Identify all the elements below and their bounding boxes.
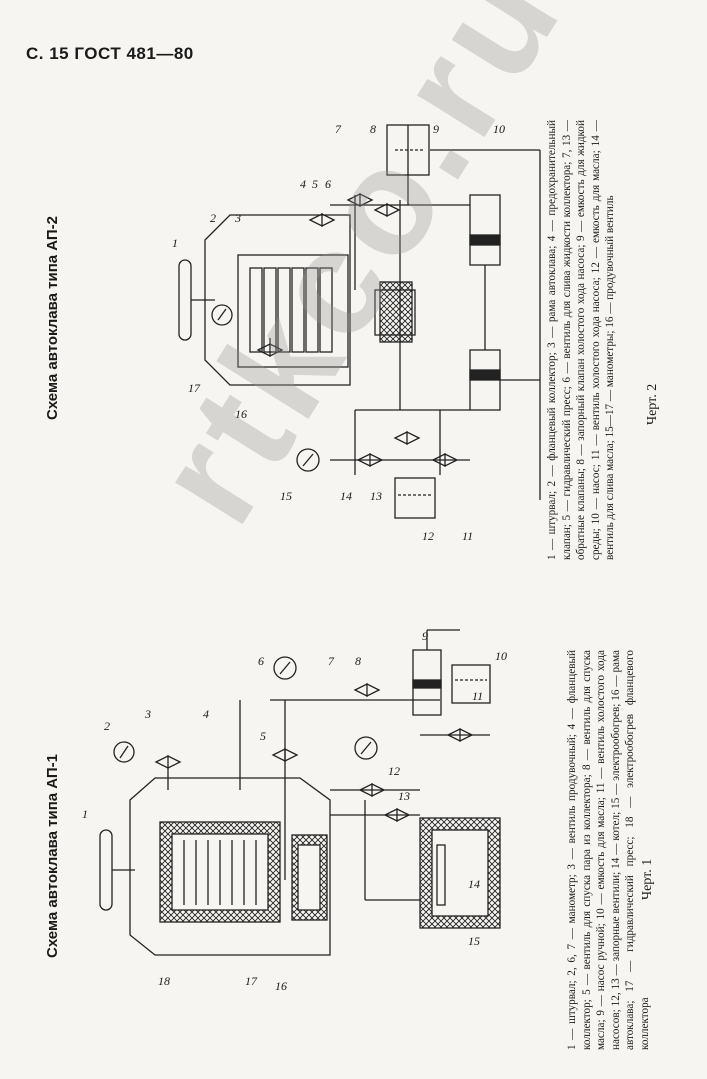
- callout-1-18: 18: [158, 974, 170, 988]
- callout-1-10: 10: [495, 649, 507, 663]
- callout-1-7: 7: [328, 654, 335, 668]
- callout-1-13: 13: [398, 789, 410, 803]
- callout-1-1: 1: [82, 807, 88, 821]
- callout-2-5: 5: [312, 177, 318, 191]
- callout-2-12: 12: [422, 529, 434, 543]
- callout-2-6: 6: [325, 177, 331, 191]
- callout-2-13: 13: [370, 489, 382, 503]
- callout-2-10: 10: [493, 122, 505, 136]
- callout-2-9: 9: [433, 122, 439, 136]
- callout-2-1: 1: [172, 236, 178, 250]
- callout-1-15: 15: [468, 934, 480, 948]
- callout-2-14: 14: [340, 489, 352, 503]
- scheme1-diagram: [99, 629, 501, 956]
- callout-2-3: 3: [234, 211, 241, 225]
- callout-1-2: 2: [104, 719, 110, 733]
- callout-1-6: 6: [258, 654, 264, 668]
- callout-2-7: 7: [335, 122, 342, 136]
- callout-2-4: 4: [300, 177, 306, 191]
- callout-1-17: 17: [245, 974, 258, 988]
- callout-2-11: 11: [462, 529, 473, 543]
- callout-1-14: 14: [468, 877, 480, 891]
- callout-1-3: 3: [144, 707, 151, 721]
- callout-1-12: 12: [388, 764, 400, 778]
- callout-1-16: 16: [275, 979, 287, 993]
- scheme1-callouts: 1 2 3 4 5 6 7 8 9 10 11 12 13 14 15 16 1…: [82, 629, 507, 993]
- callout-1-5: 5: [260, 729, 266, 743]
- scheme1-flange-collector: [183, 840, 257, 905]
- scheme2-flange-collector: [249, 267, 333, 353]
- page-header: С. 15 ГОСТ 481—80: [26, 44, 194, 63]
- callout-1-11: 11: [472, 689, 483, 703]
- scheme2-diagram: [178, 124, 541, 519]
- callout-2-2: 2: [210, 211, 216, 225]
- callout-2-16: 16: [235, 407, 247, 421]
- callout-1-4: 4: [203, 707, 209, 721]
- scheme2-callouts: 1 2 3 4 5 6 7 8 9 10 11 12 13 14 15 16 1…: [172, 122, 505, 543]
- callout-1-8: 8: [355, 654, 361, 668]
- callout-1-9: 9: [422, 629, 428, 643]
- callout-2-8: 8: [370, 122, 376, 136]
- callout-2-17: 17: [188, 381, 201, 395]
- callout-2-15: 15: [280, 489, 292, 503]
